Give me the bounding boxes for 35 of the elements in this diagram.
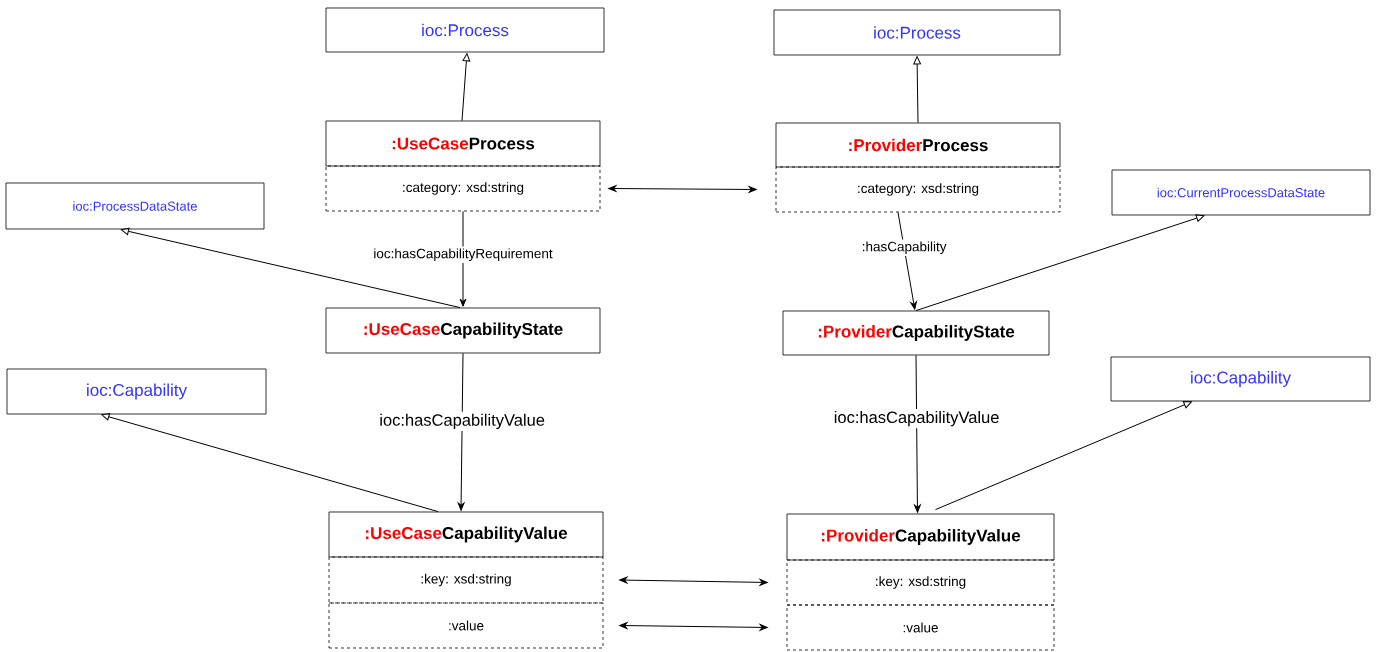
attribute-row: :key: xsd:string (786, 559, 1055, 606)
arrow (120, 227, 461, 309)
arrow (914, 354, 921, 513)
arrow (101, 413, 439, 513)
arrow (619, 622, 768, 631)
class-box: ioc:CurrentProcessDataState (1111, 169, 1371, 216)
attribute-row: :value (786, 604, 1055, 651)
edge-label: ioc:hasCapabilityRequirement (371, 246, 555, 263)
class-box: ioc:Process (325, 7, 605, 53)
attribute-row: :category: xsd:string (325, 165, 601, 212)
attribute-row: :value (328, 602, 604, 649)
edge-label: ioc:hasCapabilityValue (831, 409, 1002, 429)
attribute-row: :key: xsd:string (328, 556, 604, 604)
class-header: :UseCaseCapabilityState (325, 307, 601, 354)
class-box: ioc:Capability (1110, 356, 1371, 402)
class-header: :UseCaseCapabilityValue (328, 511, 604, 558)
arrow (897, 211, 917, 310)
arrow (608, 185, 757, 193)
edge-label: :hasCapability (859, 239, 949, 257)
arrow (459, 210, 467, 307)
arrow (619, 576, 768, 586)
class-box: ioc:ProcessDataState (5, 182, 265, 230)
class-header: :UseCaseProcess (325, 120, 601, 167)
arrow (913, 56, 921, 124)
arrow (935, 401, 1192, 511)
class-box: ioc:Process (773, 9, 1061, 56)
class-header: :ProviderCapabilityState (782, 310, 1050, 356)
class-box: ioc:Capability (6, 368, 267, 415)
class-header: :ProviderProcess (775, 122, 1061, 168)
arrow (915, 214, 1205, 312)
class-header: :ProviderCapabilityValue (786, 513, 1055, 561)
attribute-row: :category: xsd:string (775, 166, 1061, 213)
arrow (461, 53, 471, 122)
arrow (457, 352, 465, 511)
edge-label: ioc:hasCapabilityValue (377, 411, 547, 432)
